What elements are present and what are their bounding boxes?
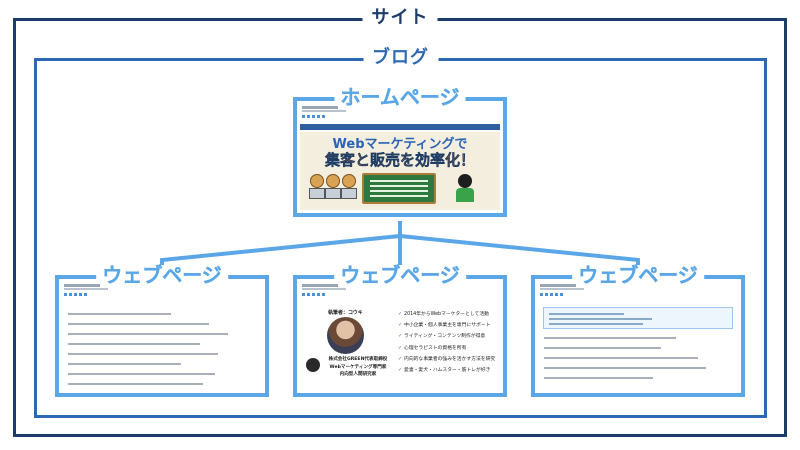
- check-item-text: 内向的な事業者の強みを活かす方法を研究: [404, 356, 496, 362]
- article-text-lines: [68, 313, 256, 393]
- webpage-box-2: ウェブページ 執筆者：コウキ 株式会社GREEN代表取締役 Webマーケティング…: [293, 265, 507, 397]
- check-item: ✓2014年からWebマーケターとして活動: [398, 309, 508, 320]
- social-icons: [302, 293, 326, 296]
- laptop-illustration: [309, 188, 325, 199]
- check-item: ✓中小企業・個人事業主を専門にサポート: [398, 320, 508, 331]
- site-logo: [302, 284, 338, 287]
- author-name: 執筆者：コウキ: [328, 310, 363, 316]
- author-title-1: 株式会社GREEN代表取締役: [328, 357, 388, 362]
- webpage-label-3: ウェブページ: [572, 265, 704, 285]
- author-title-2: Webマーケティング専門家: [329, 364, 387, 370]
- site-tagline-line: [64, 288, 108, 290]
- table-of-contents-box: [543, 307, 733, 329]
- site-frame: サイト: [13, 9, 787, 437]
- webpage-label-1: ウェブページ: [96, 265, 228, 285]
- profile-card: 執筆者：コウキ 株式会社GREEN代表取締役 Webマーケティング専門家 内向型…: [300, 306, 500, 390]
- laptop-illustration: [341, 188, 357, 199]
- hero-title-line2: 集客と販売を効率化！: [324, 151, 475, 169]
- notice-bar: [300, 124, 500, 130]
- check-item-text: 心理セラピストの資格を所有: [404, 345, 467, 351]
- check-mark-icon: ✓: [398, 368, 403, 374]
- blackboard-illustration: [362, 173, 436, 204]
- author-avatar-icon: [306, 358, 320, 372]
- check-item-text: 愛妻・愛犬・ハムスター・筋トレが好き: [404, 368, 491, 374]
- webpage-label-2: ウェブページ: [334, 265, 466, 285]
- blog-frame: ブログ: [34, 49, 767, 418]
- check-item: ✓内向的な事業者の強みを活かす方法を研究: [398, 354, 508, 365]
- check-item-text: ライティング・コンテンツ制作が得意: [404, 334, 486, 340]
- mini-site-header: [300, 284, 500, 300]
- check-item-text: 中小企業・個人事業主を専門にサポート: [404, 323, 491, 329]
- check-item-text: 2014年からWebマーケターとして活動: [404, 312, 489, 317]
- homepage-label: ホームページ: [334, 87, 466, 107]
- person-illustration: [458, 174, 472, 188]
- homepage-box: ホームページ Webマーケティングで 集客と販売を効率化！: [293, 87, 507, 217]
- check-item: ✓ライティング・コンテンツ制作が得意: [398, 331, 508, 342]
- webpage-box-3: ウェブページ: [531, 265, 745, 397]
- site-logo: [540, 284, 576, 287]
- social-icons: [64, 293, 88, 296]
- hero-banner: Webマーケティングで 集客と販売を効率化！: [300, 132, 500, 210]
- check-mark-icon: ✓: [398, 356, 403, 362]
- check-item: ✓愛妻・愛犬・ハムスター・筋トレが好き: [398, 365, 508, 376]
- mini-site-header: [62, 284, 262, 300]
- animal-illustration: [326, 174, 340, 188]
- author-title-3: 内向型人間研究家: [339, 372, 377, 377]
- author-titles: 株式会社GREEN代表取締役 Webマーケティング専門家 内向型人間研究家: [322, 356, 394, 379]
- site-tagline-line: [302, 288, 346, 290]
- animal-illustration: [310, 174, 324, 188]
- check-mark-icon: ✓: [398, 323, 403, 329]
- site-tagline-line: [540, 288, 584, 290]
- webpage-box-1: ウェブページ: [55, 265, 269, 397]
- profile-checklist: ✓2014年からWebマーケターとして活動 ✓中小企業・個人事業主を専門にサポー…: [398, 309, 508, 376]
- mini-site-header: [538, 284, 738, 300]
- social-icons: [540, 293, 564, 296]
- hero-title-line1: Webマーケティングで: [332, 137, 468, 152]
- site-label: サイト: [362, 9, 438, 27]
- check-mark-icon: ✓: [398, 334, 403, 340]
- site-logo: [302, 106, 338, 109]
- person-body-illustration: [456, 188, 474, 202]
- article-text-lines: [544, 337, 732, 387]
- mini-site-header: [300, 106, 500, 122]
- laptop-illustration: [325, 188, 341, 199]
- site-tagline-line: [302, 110, 346, 112]
- animal-illustration: [342, 174, 356, 188]
- check-mark-icon: ✓: [398, 345, 403, 351]
- author-photo: [327, 317, 364, 354]
- social-icons: [302, 115, 326, 118]
- blog-label: ブログ: [363, 49, 438, 67]
- check-mark-icon: ✓: [398, 312, 403, 317]
- site-logo: [64, 284, 100, 287]
- check-item: ✓心理セラピストの資格を所有: [398, 343, 508, 354]
